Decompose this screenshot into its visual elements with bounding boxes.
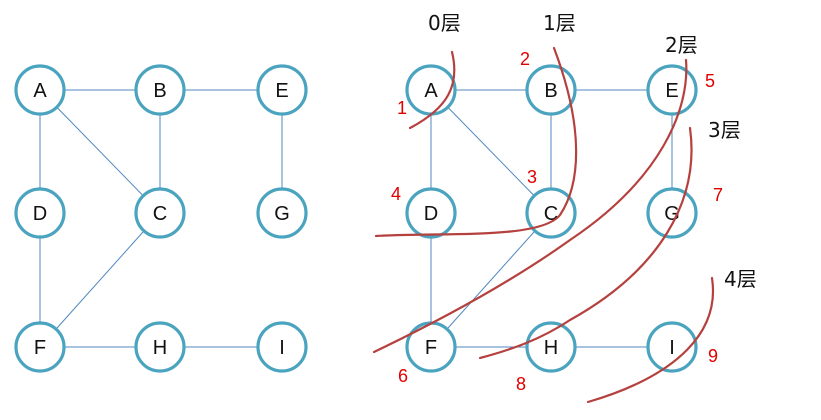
- left-node-f: F: [14, 321, 66, 373]
- node-circle: [14, 321, 66, 373]
- right-node-a: A: [405, 64, 457, 116]
- visit-order-a: 1: [397, 98, 407, 118]
- layer-1-boundary-curve: [374, 46, 578, 238]
- right-node-i: I: [646, 321, 698, 373]
- layer-label-3: 3层: [708, 118, 741, 142]
- left-node-c: C: [134, 187, 186, 239]
- node-label: B: [153, 80, 166, 102]
- node-circle: [256, 64, 308, 116]
- visit-order-f: 6: [398, 366, 408, 386]
- visit-order-e: 5: [705, 71, 715, 91]
- right-edge-c-f: [430, 212, 552, 348]
- visit-order-d: 4: [391, 184, 401, 204]
- node-circle: [646, 187, 698, 239]
- node-label: A: [33, 80, 47, 102]
- layer-0-boundary-curve: [408, 50, 456, 130]
- layer-label-2: 2层: [665, 33, 698, 57]
- node-label: D: [424, 203, 438, 225]
- layer-label-4: 4层: [724, 267, 757, 291]
- left-node-i: I: [256, 321, 308, 373]
- left-node-d: D: [14, 187, 66, 239]
- layer-label-0: 0层: [428, 11, 461, 35]
- visit-order-h: 8: [516, 374, 526, 394]
- node-label: E: [665, 80, 678, 102]
- node-circle: [134, 187, 186, 239]
- node-circle: [525, 321, 577, 373]
- left-edge-a-c: [39, 89, 161, 214]
- layer-curves: [372, 46, 715, 404]
- layer-labels: 0层 1层 2层 3层 4层: [428, 11, 757, 291]
- node-label: C: [153, 203, 167, 225]
- node-label: G: [274, 203, 290, 225]
- visit-order-g: 7: [713, 185, 723, 205]
- right-node-c: C: [525, 187, 577, 239]
- left-node-a: A: [14, 64, 66, 116]
- visit-order-c: 3: [527, 167, 537, 187]
- node-label: I: [279, 337, 285, 359]
- right-node-d: D: [405, 187, 457, 239]
- node-label: E: [275, 80, 288, 102]
- node-label: H: [153, 337, 167, 359]
- node-circle: [134, 321, 186, 373]
- layer-2-boundary-curve: [372, 58, 688, 354]
- node-label: B: [544, 80, 557, 102]
- node-circle: [405, 187, 457, 239]
- layer-4-boundary-curve: [586, 276, 715, 404]
- right-graph: A B E D C G F H I 0层 1层 2层 3层 4层 1 2 3 4 5 6 7 8 9: [372, 11, 757, 404]
- node-circle: [646, 64, 698, 116]
- node-circle: [134, 64, 186, 116]
- left-edge-c-f: [39, 212, 161, 348]
- visit-order-labels: 1 2 3 4 5 6 7 8 9: [391, 49, 723, 394]
- left-graph: A B E D C G F H I: [14, 64, 308, 373]
- node-label: F: [34, 337, 46, 359]
- node-label: I: [669, 337, 675, 359]
- left-node-g: G: [256, 187, 308, 239]
- right-graph-nodes: A B E D C G F H I: [405, 64, 698, 373]
- node-circle: [525, 187, 577, 239]
- node-circle: [14, 187, 66, 239]
- layer-3-boundary-curve: [478, 126, 693, 360]
- right-node-h: H: [525, 321, 577, 373]
- right-node-g: G: [646, 187, 698, 239]
- left-graph-nodes: A B E D C G F H I: [14, 64, 308, 373]
- node-label: A: [424, 80, 438, 102]
- visit-order-i: 9: [708, 346, 718, 366]
- node-circle: [256, 321, 308, 373]
- node-label: G: [664, 203, 680, 225]
- right-edge-a-c: [430, 89, 552, 214]
- visit-order-b: 2: [520, 49, 530, 69]
- node-circle: [646, 321, 698, 373]
- right-node-e: E: [646, 64, 698, 116]
- node-circle: [14, 64, 66, 116]
- node-label: F: [425, 337, 437, 359]
- node-label: H: [544, 337, 558, 359]
- node-circle: [256, 187, 308, 239]
- left-node-b: B: [134, 64, 186, 116]
- left-node-h: H: [134, 321, 186, 373]
- layer-label-1: 1层: [543, 11, 576, 35]
- node-label: D: [33, 203, 47, 225]
- right-node-f: F: [405, 321, 457, 373]
- left-node-e: E: [256, 64, 308, 116]
